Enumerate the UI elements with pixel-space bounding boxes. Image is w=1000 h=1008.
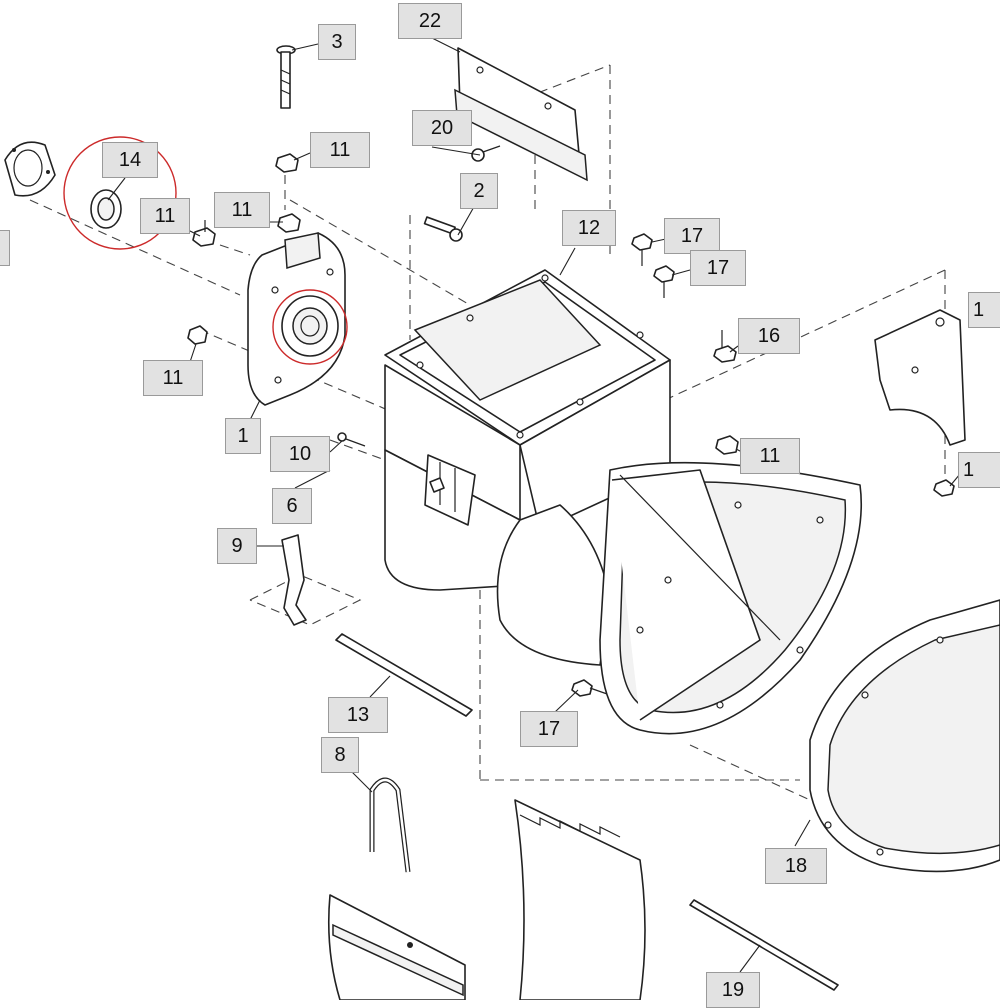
part-edge-bracket xyxy=(874,309,966,497)
callout-11-b: 11 xyxy=(214,192,270,228)
callout-11-right: 11 xyxy=(740,438,800,474)
part-20-screw xyxy=(471,145,501,162)
callout-19: 19 xyxy=(706,972,760,1008)
part-19-rod xyxy=(689,899,839,991)
callout-edge-right-mid: 1 xyxy=(958,452,1000,488)
callout-11-top: 11 xyxy=(310,132,370,168)
part-2-pin xyxy=(423,216,463,242)
callout-14: 14 xyxy=(102,142,158,178)
callout-2: 2 xyxy=(460,173,498,209)
callout-22: 22 xyxy=(398,3,462,39)
callout-17-b: 17 xyxy=(690,250,746,286)
part-12-chute-housing xyxy=(384,269,671,666)
part-shroud xyxy=(327,799,646,1000)
part-14-bearing xyxy=(63,136,177,250)
part-discharge-outlet xyxy=(599,461,863,735)
part-9-lever xyxy=(281,534,307,626)
part-1-housing xyxy=(247,232,348,406)
leader-lines xyxy=(107,37,961,973)
callout-3: 3 xyxy=(318,24,356,60)
callout-11-left: 11 xyxy=(143,360,203,396)
callout-12: 12 xyxy=(562,210,616,246)
callout-6: 6 xyxy=(272,488,312,524)
callout-17-a: 17 xyxy=(664,218,720,254)
part-8-u-bolt xyxy=(369,777,411,873)
callout-edge-left: 1 xyxy=(0,230,10,266)
part-6-pin xyxy=(429,477,445,493)
part-10-screw xyxy=(337,432,366,447)
part-13-rod xyxy=(335,633,473,717)
callout-11-a: 11 xyxy=(140,198,190,234)
callout-1: 1 xyxy=(225,418,261,454)
part-16-bolt xyxy=(713,330,737,363)
callout-edge-right-top: 1 xyxy=(968,292,1000,328)
callout-18: 18 xyxy=(765,848,827,884)
part-11-nuts xyxy=(187,153,739,455)
callout-17-c: 17 xyxy=(520,711,578,747)
callout-13: 13 xyxy=(328,697,388,733)
part-22-cover-plate xyxy=(454,47,588,182)
part-17-bolts xyxy=(571,233,675,697)
part-3-bolt xyxy=(276,45,296,109)
callout-9: 9 xyxy=(217,528,257,564)
callout-16: 16 xyxy=(738,318,800,354)
part-18-gasket xyxy=(809,599,1000,873)
callout-10: 10 xyxy=(270,436,330,472)
callout-20: 20 xyxy=(412,110,472,146)
part-edge-flange xyxy=(4,141,56,197)
callout-8: 8 xyxy=(321,737,359,773)
